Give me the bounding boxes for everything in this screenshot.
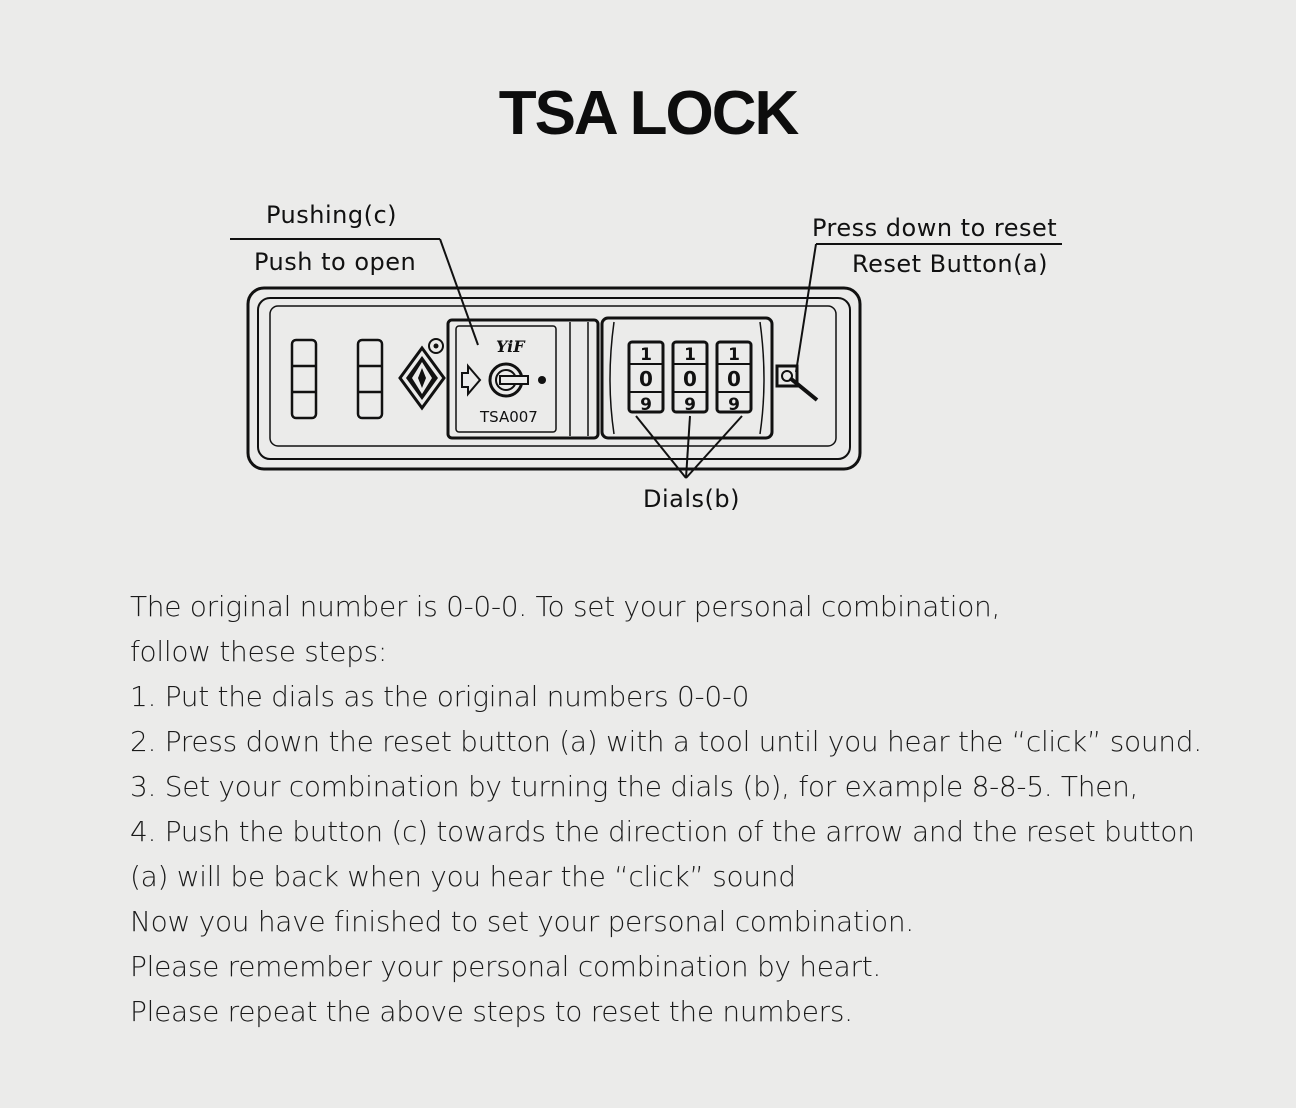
push-arrow-icon <box>461 363 482 397</box>
svg-text:9: 9 <box>640 395 652 415</box>
dial-3[interactable]: 1 0 9 <box>715 340 753 415</box>
svg-text:9: 9 <box>684 395 696 415</box>
dials-label: Dials(b) <box>643 485 740 513</box>
svg-text:9: 9 <box>728 395 740 415</box>
instruction-line: The original number is 0-0-0. To set you… <box>130 590 1001 623</box>
svg-text:1: 1 <box>728 345 740 365</box>
vent-slots <box>290 338 384 420</box>
reset-button[interactable] <box>775 364 799 388</box>
push-to-open-label: Push to open <box>254 248 416 276</box>
instruction-line: (a) will be back when you hear the “clic… <box>130 860 796 893</box>
dial-housing <box>600 316 774 440</box>
instruction-line: 3. Set your combination by turning the d… <box>130 770 1139 803</box>
instruction-line: 1. Put the dials as the original numbers… <box>130 680 750 713</box>
key-cylinder-icon <box>488 362 546 398</box>
pushing-label: Pushing(c) <box>266 201 397 229</box>
dial-2[interactable]: 1 0 9 <box>671 340 709 415</box>
svg-text:0: 0 <box>683 367 697 391</box>
brand-label: YiF <box>496 337 526 356</box>
svg-text:0: 0 <box>727 367 741 391</box>
instruction-line: Now you have finished to set your person… <box>130 905 914 938</box>
instruction-line: 2. Press down the reset button (a) with … <box>130 725 1202 758</box>
reset-button-label: Reset Button(a) <box>852 250 1048 278</box>
svg-text:0: 0 <box>639 367 653 391</box>
instruction-line: follow these steps: <box>130 635 388 668</box>
push-button[interactable] <box>446 318 600 440</box>
tsa-lock-diagram: Pushing(c) Push to open Press down to re… <box>230 201 1062 513</box>
lock-body <box>246 286 862 471</box>
dials-pointer-lines <box>635 415 743 479</box>
tsa-diamond-icon <box>398 338 446 411</box>
svg-text:1: 1 <box>684 345 696 365</box>
instruction-line: Please repeat the above steps to reset t… <box>130 995 853 1028</box>
instruction-line: Please remember your personal combinatio… <box>130 950 882 983</box>
page-title: TSA LOCK <box>498 79 800 148</box>
instructions: The original number is 0-0-0. To set you… <box>130 584 1250 1034</box>
press-down-label: Press down to reset <box>812 214 1057 242</box>
dial-1[interactable]: 1 0 9 <box>627 340 665 415</box>
model-label: TSA007 <box>479 408 538 426</box>
reset-tool-icon <box>788 376 819 402</box>
svg-text:1: 1 <box>640 345 652 365</box>
instruction-line: 4. Push the button (c) towards the direc… <box>130 815 1195 848</box>
